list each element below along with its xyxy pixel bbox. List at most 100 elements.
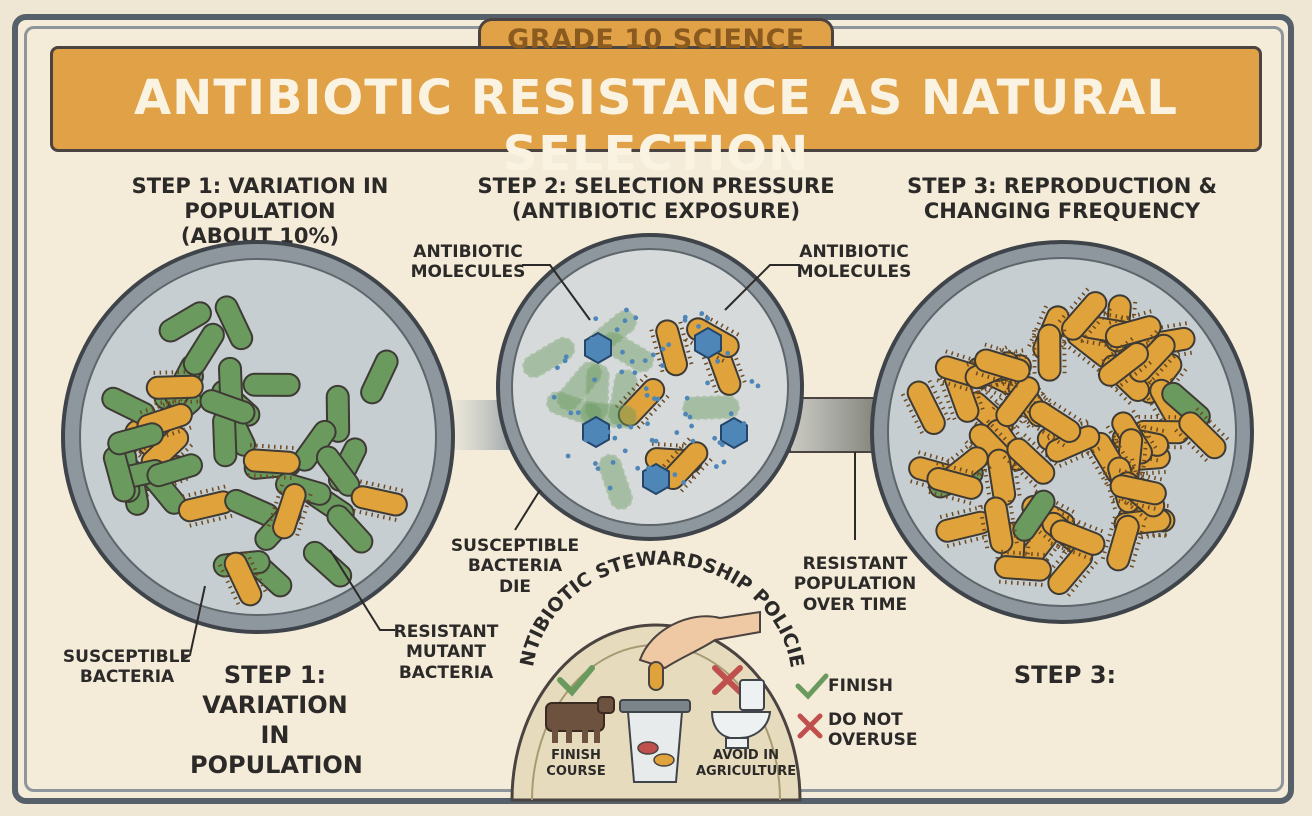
susceptible-bacterium <box>682 395 741 421</box>
label-finish-course: FINISH COURSE <box>536 748 616 779</box>
main-title: ANTIBIOTIC RESISTANCE AS NATURAL SELECTI… <box>134 70 1178 182</box>
label-antibiotic-left-line2: MOLECULES <box>410 262 526 283</box>
antibiotic-particle <box>714 343 719 349</box>
antibiotic-particle <box>562 358 568 364</box>
resistant-bacterium <box>993 549 1052 587</box>
susceptible-bacterium <box>522 336 576 379</box>
resistant-bacterium <box>145 369 204 405</box>
antibiotic-particle <box>648 466 654 472</box>
antibiotic-molecule <box>694 326 722 360</box>
antibiotic-particle <box>683 411 688 417</box>
legend-check-icon <box>795 673 829 700</box>
cow-icon <box>545 696 615 743</box>
susceptible-bacterium <box>182 322 225 376</box>
susceptible-bacterium <box>546 390 603 426</box>
antibiotic-particle <box>614 327 620 333</box>
antibiotic-particle <box>593 461 598 466</box>
step1-caption-line1: STEP 1: <box>223 661 327 689</box>
antibiotic-particle <box>592 377 598 383</box>
antibiotic-particle <box>725 350 731 356</box>
resistant-bacterium <box>266 482 313 540</box>
label-die-line1: SUSCEPTIBLE <box>450 536 580 556</box>
susceptible-bacterium <box>556 360 603 412</box>
antibiotic-molecule <box>584 331 612 365</box>
resistant-bacterium <box>1026 395 1082 448</box>
antibiotic-particle <box>607 485 613 491</box>
resistant-bacterium <box>658 437 713 493</box>
antibiotic-particle <box>721 459 727 465</box>
step3-heading: STEP 3: REPRODUCTION & CHANGING FREQUENC… <box>872 174 1252 224</box>
label-population-line2: POPULATION <box>793 574 917 595</box>
resistant-bacterium <box>1057 287 1112 343</box>
resistant-bacterium <box>614 374 670 430</box>
trash-bin-icon <box>619 699 691 783</box>
label-antibiotic-left: ANTIBIOTIC MOLECULES <box>410 242 526 283</box>
check-icon <box>557 665 595 697</box>
resistant-bacterium <box>649 319 694 377</box>
label-resistant-line1: RESISTANT <box>393 622 499 642</box>
resistant-bacterium <box>217 551 268 607</box>
resistant-bacterium <box>1109 468 1167 511</box>
antibiotic-particle <box>635 465 641 471</box>
step1-heading-line1: STEP 1: VARIATION IN POPULATION <box>131 174 389 224</box>
antibiotic-particle <box>649 437 655 443</box>
leader-susceptible <box>181 585 206 661</box>
antibiotic-particle <box>605 429 611 435</box>
susceptible-bacterium <box>214 295 254 351</box>
step1-heading: STEP 1: VARIATION IN POPULATION (ABOUT 1… <box>60 174 460 250</box>
leader-antibiotic-right <box>724 264 800 311</box>
antibiotic-particle <box>642 358 648 364</box>
antibiotic-particle <box>575 410 581 416</box>
antibiotic-particle <box>633 315 639 321</box>
label-antibiotic-right-line1: ANTIBIOTIC <box>799 242 909 262</box>
step2-heading-line2: (ANTIBIOTIC EXPOSURE) <box>511 199 801 224</box>
resistant-bacterium <box>242 443 301 480</box>
antibiotic-particle <box>624 307 629 313</box>
susceptible-bacterium <box>1012 489 1056 542</box>
antibiotic-particle <box>682 314 688 320</box>
antibiotic-particle <box>568 410 574 416</box>
legend-overuse-line1: DO NOT <box>828 710 903 730</box>
antibiotic-particle <box>589 336 595 342</box>
label-population-line3: OVER TIME <box>802 594 908 615</box>
antibiotic-particle <box>595 466 601 472</box>
antibiotic-particle <box>755 383 761 389</box>
antibiotic-particle <box>610 460 616 465</box>
antibiotic-particle <box>583 437 589 443</box>
antibiotic-particle <box>555 365 560 371</box>
antibiotic-particle <box>696 324 701 329</box>
antibiotic-particle <box>681 480 686 485</box>
antibiotic-particle <box>689 423 695 429</box>
legend-overuse-line2: OVERUSE <box>828 730 918 751</box>
susceptible-bacterium <box>146 453 203 488</box>
susceptible-bacterium <box>598 453 634 511</box>
antibiotic-molecule <box>582 415 610 449</box>
antibiotic-particle <box>660 363 665 368</box>
antibiotic-particle <box>619 369 625 375</box>
label-resistant-mutant: RESISTANT MUTANT BACTERIA <box>386 622 506 683</box>
label-avoid-agriculture: AVOID IN AGRICULTURE <box>696 748 796 779</box>
antibiotic-particle <box>655 396 661 402</box>
antibiotic-particle <box>650 352 656 358</box>
antibiotic-particle <box>620 349 625 355</box>
step1-caption: STEP 1: VARIATION IN POPULATION <box>190 660 363 780</box>
legend-overuse: DO NOT OVERUSE <box>828 710 918 751</box>
hand-icon <box>638 610 761 670</box>
step1-caption-line3: POPULATION <box>190 751 363 779</box>
antibiotic-particle <box>719 442 725 448</box>
finish-course-line2: COURSE <box>546 763 606 779</box>
antibiotic-particle <box>687 414 693 420</box>
resistant-bacterium <box>935 504 993 549</box>
antibiotic-particle <box>672 472 678 478</box>
resistant-bacterium <box>1049 513 1106 562</box>
antibiotic-particle <box>749 378 755 384</box>
antibiotic-particle <box>712 435 718 441</box>
resistant-bacterium <box>1032 323 1067 382</box>
antibiotic-particle <box>565 453 571 459</box>
antibiotic-particle <box>705 316 711 321</box>
susceptible-bacterium <box>360 349 399 405</box>
label-susceptible-die: SUSCEPTIBLE BACTERIA DIE <box>450 536 580 597</box>
antibiotic-particle <box>674 430 680 435</box>
antibiotic-particle <box>645 421 650 427</box>
